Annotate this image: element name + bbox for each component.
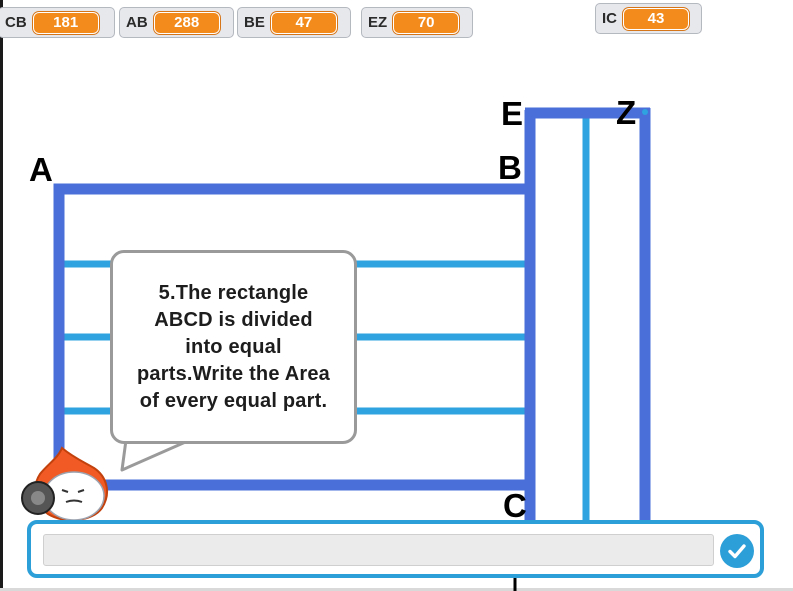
answer-bar [27,520,764,578]
monitor-value: 43 [623,7,689,30]
answer-input[interactable] [43,534,714,566]
stage-bottom-edge [0,588,793,591]
monitor-ab: AB 288 [119,7,234,38]
monitor-be: BE 47 [237,7,351,38]
submit-answer-button[interactable] [720,534,754,568]
label-point-a: A [29,151,53,188]
monitor-value: 288 [153,11,220,34]
monitor-ic: IC 43 [595,3,702,34]
monitor-cb: CB 181 [0,7,115,38]
checkmark-icon [728,544,746,559]
monitor-label: IC [602,10,617,27]
monitor-label: CB [5,14,27,31]
sprite-character[interactable] [18,444,114,524]
label-point-c: C [503,487,527,524]
rectangle-abcd [53,183,530,491]
stage-left-edge [0,0,3,591]
label-point-e: E [501,95,524,132]
monitor-value: 47 [270,11,337,34]
monitor-ez: EZ 70 [361,7,473,38]
label-point-z: Z [616,94,637,131]
point-z-dot [642,109,648,115]
monitor-label: EZ [368,14,388,31]
monitor-value: 181 [32,11,99,34]
monitor-label: AB [126,14,148,31]
label-point-b: B [498,149,522,186]
speech-text: 5.The rectangle ABCD is divided into equ… [137,281,330,412]
monitor-value: 70 [393,11,460,34]
monitor-label: BE [244,14,265,31]
speech-bubble: 5.The rectangle ABCD is divided into equ… [110,250,357,444]
speech-bubble-tail [120,440,194,472]
